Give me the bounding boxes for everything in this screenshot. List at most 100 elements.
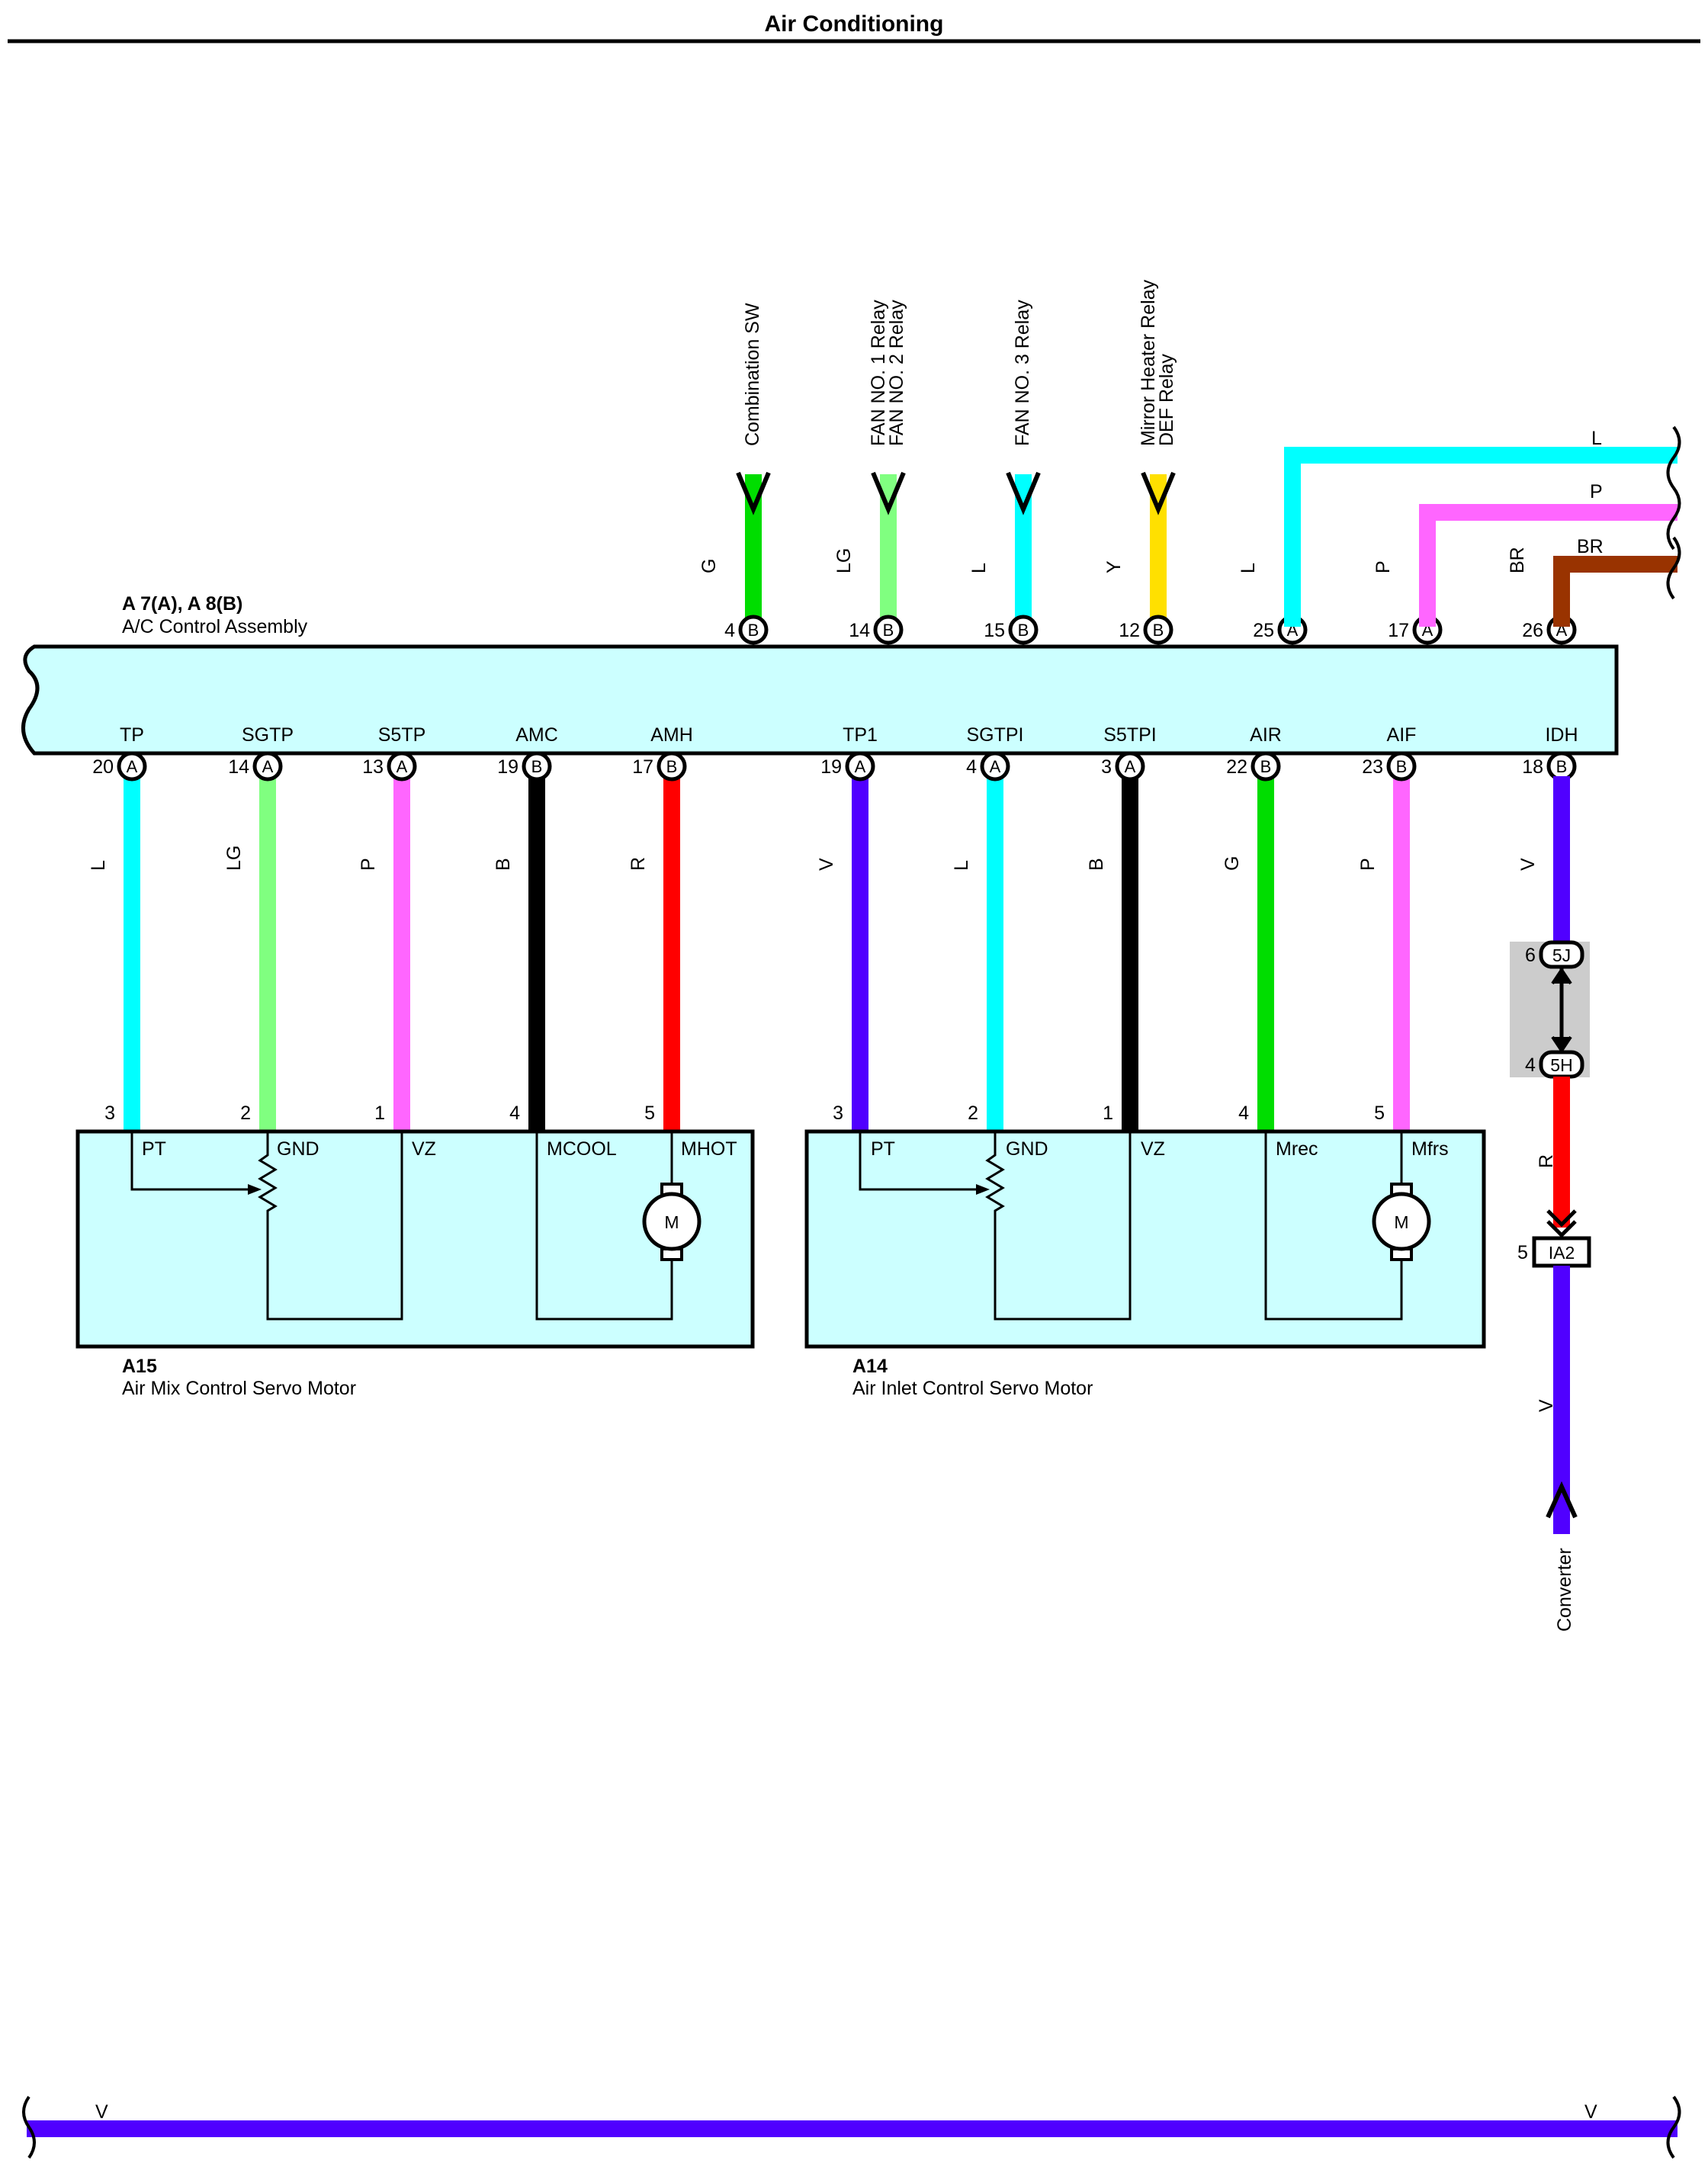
motor-pin-number: 4	[1238, 1103, 1249, 1124]
wire-color-label: G	[1222, 856, 1243, 871]
motor-pin-number: 4	[509, 1103, 520, 1124]
a14-potentiometer	[985, 1131, 1132, 1321]
right-routed-wires: L P BR	[1284, 425, 1681, 627]
pin-number: 18	[1522, 756, 1543, 778]
terminal-label: AMC	[515, 724, 558, 746]
wire-color-label: Y	[1103, 560, 1125, 573]
pin-number: 20	[92, 756, 114, 778]
splice-arrow-up	[1551, 967, 1572, 985]
arrow-icon	[736, 471, 771, 515]
wire-color-label: G	[698, 559, 720, 573]
wire-color-v-lower: V	[1536, 1399, 1557, 1412]
motor-icon	[642, 1192, 702, 1251]
connector-letter: B	[1556, 757, 1568, 776]
connector-letter: A	[127, 757, 138, 776]
arrow-icon	[1141, 471, 1176, 515]
terminal-label: AIF	[1387, 724, 1417, 746]
a14-terminal-vz: VZ	[1141, 1138, 1165, 1160]
connector-chevron-1	[1546, 1209, 1577, 1228]
wire-color-label: LG	[223, 846, 245, 871]
splice-5j	[1539, 940, 1584, 969]
motor-pin-number: 3	[833, 1103, 843, 1124]
pin-number: 15	[984, 620, 1005, 641]
terminal-label: S5TPI	[1103, 724, 1156, 746]
page-title: Air Conditioning	[765, 11, 944, 37]
motor-pin-number: 3	[104, 1103, 115, 1124]
pin-number: 26	[1522, 620, 1543, 641]
bottom-bus: V V	[22, 2095, 1681, 2159]
destination-label: FAN NO. 1 Relay	[868, 300, 889, 446]
a15-internal-wiring	[130, 1131, 255, 1191]
connector-circle	[1386, 751, 1417, 782]
wire-color-label: LG	[833, 548, 855, 573]
terminal-label: IDH	[1545, 724, 1578, 746]
a14-terminal-gnd: GND	[1006, 1138, 1048, 1160]
ac-control-name: A/C Control Assembly	[122, 616, 308, 637]
wire-color-label: B	[493, 858, 514, 871]
motor-pin-number: 5	[644, 1103, 655, 1124]
a15-terminal-pt: PT	[142, 1138, 166, 1160]
connector-circle	[1115, 751, 1145, 782]
a14-terminal-mfrs: Mfrs	[1411, 1138, 1449, 1160]
destination-label: DEF Relay	[1156, 354, 1177, 446]
terminal-label: AMH	[650, 724, 693, 746]
ac-control-code: A 7(A), A 8(B)	[122, 593, 242, 615]
connector-circle	[522, 751, 552, 782]
bus-break-left	[22, 2095, 36, 2159]
break-mark-br	[1666, 536, 1681, 600]
destination-label: Combination SW	[742, 303, 763, 446]
wire-ht1	[1553, 556, 1678, 627]
wire-color-label: B	[1086, 858, 1107, 871]
a14-name: Air Inlet Control Servo Motor	[852, 1378, 1093, 1399]
splice-5h-label: 5H	[1550, 1055, 1572, 1075]
wire-color-label: L	[951, 860, 972, 871]
connector-letter: A	[990, 757, 1001, 776]
connector-letter: B	[1018, 621, 1029, 640]
connector-circle	[873, 615, 904, 645]
wire-color-label: P	[358, 858, 379, 871]
connector-letter: B	[1396, 757, 1408, 776]
connector-letter: A	[262, 757, 274, 776]
pin-number: 17	[1388, 620, 1409, 641]
connector-chevron-2	[1546, 1220, 1577, 1238]
a15-motor-symbol: M	[664, 1212, 679, 1232]
a15-box	[75, 1129, 755, 1349]
terminal-label: AIR	[1250, 724, 1282, 746]
servo-motor-a15: M PT GND VZ MCOOL MHOT A15 Air Mix Contr…	[75, 1129, 755, 1399]
terminal-label: TP1	[843, 724, 878, 746]
motor-pin-number: 1	[374, 1103, 385, 1124]
connector-letter: B	[666, 757, 678, 776]
connector-circle	[657, 751, 687, 782]
break-mark-l	[1666, 425, 1681, 489]
pin-number: 22	[1226, 756, 1247, 778]
motor-pin-number: 2	[968, 1103, 978, 1124]
a15-terminal-mcool: MCOOL	[547, 1138, 617, 1160]
wire-color-label: L	[1238, 563, 1259, 573]
connector-circle	[1143, 615, 1173, 645]
wire-color-p: P	[1590, 481, 1603, 502]
a15-name: Air Mix Control Servo Motor	[122, 1378, 356, 1399]
terminal-label: S5TP	[378, 724, 426, 746]
a15-potentiometer	[258, 1131, 403, 1321]
idh-path: 5J 6 5H 4 IA2 5 Converter R V	[1510, 776, 1591, 1632]
wire-color-r: R	[1536, 1154, 1557, 1168]
bottom-wires: 3LTPA202LGSGTPA141PS5TPA134BAMCB195RAMHB…	[88, 724, 1578, 1131]
pin-number: 17	[632, 756, 653, 778]
a15-wiper-arrow	[248, 1184, 262, 1195]
wire-color-l: L	[1591, 428, 1602, 449]
terminal-label: SGTPI	[966, 724, 1023, 746]
connector-ia2-label: IA2	[1549, 1243, 1575, 1263]
a15-code: A15	[122, 1356, 157, 1377]
pin-number: 23	[1362, 756, 1383, 778]
bus-color-right: V	[1584, 2101, 1597, 2123]
pin-number: 14	[849, 620, 870, 641]
connector-circle	[117, 751, 147, 782]
motor-pin-number: 1	[1103, 1103, 1113, 1124]
connector-circle	[387, 751, 417, 782]
pin-number: 12	[1119, 620, 1140, 641]
wire-color-label: L	[88, 860, 109, 871]
connector-letter: A	[396, 757, 408, 776]
pin-number: 4	[966, 756, 977, 778]
